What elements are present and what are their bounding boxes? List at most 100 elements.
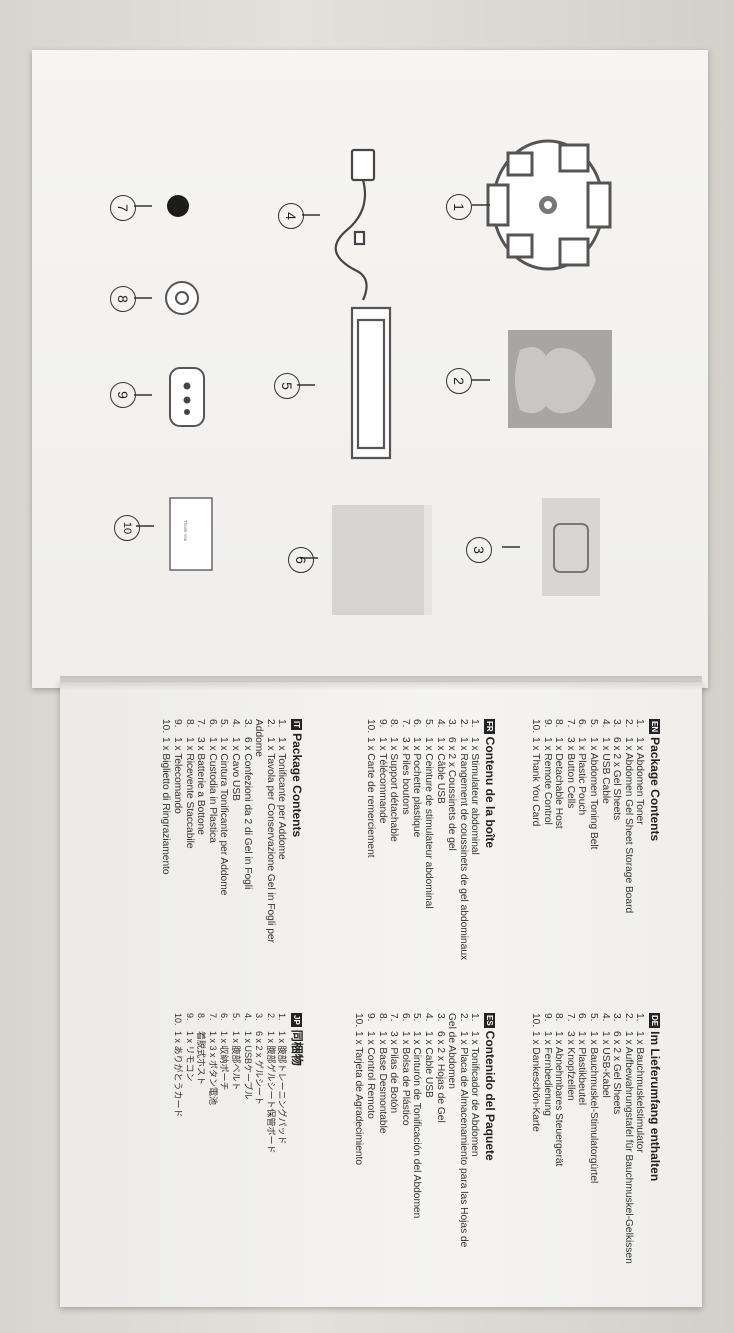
list-item: 2.1 x Abdomen Gel Sheet Storage Board — [622, 719, 634, 914]
callout-1: 1 — [446, 194, 472, 220]
list-item: 7.3 x Knopfzellen — [564, 1013, 576, 1101]
callout-10: 10 — [114, 515, 140, 541]
button-cell-icon — [167, 195, 189, 217]
item-list-en: 1.1 x Abdomen Toner 2.1 x Abdomen Gel Sh… — [529, 719, 645, 989]
remote-control-icon — [169, 367, 205, 427]
gel-storage-board-icon — [508, 330, 612, 428]
list-item: 5.1 x Ceinture de stimulateur abdominal — [423, 719, 435, 909]
item-list-jp: 1.1 x 腹部トレーニングパッド 2.1 x 腹部ゲルシート保管ボード 3.6… — [171, 1013, 287, 1283]
list-item: 9.1 x Télécommande — [376, 719, 388, 824]
list-item: 10.1 x ありがとうカード — [173, 1013, 184, 1118]
list-item: 6.1 x 収納ポーチ — [219, 1013, 230, 1091]
lang-badge-jp: JP — [290, 1013, 302, 1027]
list-item: 1.1 x 腹部トレーニングパッド — [277, 1013, 288, 1145]
list-item: 7.3 x Piles boutons — [399, 719, 411, 815]
list-item: 10.1 x Dankeschön-Karte — [530, 1013, 542, 1132]
callout-7: 7 — [110, 195, 136, 221]
lang-badge-it: IT — [290, 719, 302, 731]
list-item: 8.1 x Ricevente Staccabile — [183, 719, 195, 849]
list-item: 9.1 x Fernbedienung — [541, 1013, 553, 1116]
callout-2: 2 — [446, 368, 472, 394]
contents-list-page — [60, 682, 702, 1307]
list-item: 1.1 x Stimulateur abdominal — [469, 719, 481, 855]
section-title-de: Im Lieferumfang enthalten — [648, 1031, 662, 1182]
list-item: 1.1 x Tonificador de Abdomen — [469, 1013, 481, 1157]
section-it: IT Package Contents 1.1 x Tonificante per… — [160, 719, 304, 989]
section-title-en: Package Contents — [648, 737, 662, 842]
gel-sheet-icon — [542, 498, 600, 596]
list-item: 8.1 x Detachable Host — [553, 719, 565, 829]
list-item: 9.1 x リモコン — [184, 1013, 195, 1082]
lang-badge-fr: FR — [483, 719, 495, 734]
section-title-jp: 同梱物 — [290, 1029, 304, 1066]
list-item: 2.1 x Placa de Almacenamiento para las H… — [446, 1013, 469, 1248]
list-item: 10.1 x Tarjeta de Agradecimiento — [353, 1013, 365, 1166]
list-item: 1.1 x Tonificante per Addome — [276, 719, 288, 860]
package-contents-panel: EN Package Contents 1.1 x Abdomen Toner 2… — [95, 715, 670, 1300]
svg-text:Thank You: Thank You — [183, 520, 188, 542]
list-item: 1.1 x Bauchmuskelstimulator — [634, 1013, 646, 1153]
section-title-fr: Contenu de la boîte — [483, 736, 497, 849]
section-jp: JP 同梱物 1.1 x 腹部トレーニングパッド 2.1 x 腹部ゲルシート保管ボ… — [171, 1013, 304, 1283]
callout-6: 6 — [288, 547, 314, 573]
illustration-area: Thank You — [134, 139, 612, 615]
list-item: 6.1 x Plastic Pouch — [576, 719, 588, 816]
list-item: 3.6 x 2 x Coussinets de gel — [446, 719, 458, 851]
list-item: 7.3 x Batterie a Bottone — [195, 719, 207, 835]
list-item: 9.1 x Remote Control — [541, 719, 553, 825]
abdomen-toner-icon — [486, 139, 612, 271]
list-item: 8.1 x Abnehmbares Steuergerät — [553, 1013, 565, 1167]
list-item: 6.1 x Plastikbeutel — [576, 1013, 588, 1106]
section-fr: FR Contenu de la boîte 1.1 x Stimulateur … — [364, 719, 497, 989]
section-en: EN Package Contents 1.1 x Abdomen Toner 2… — [529, 719, 662, 989]
list-item: 3.6 x Confezioni da 2 di Gel in Fogli — [241, 719, 253, 890]
list-item: 2.1 x Rangement de coussinets de gel abd… — [457, 719, 469, 961]
item-list-it: 1.1 x Tonificante per Addome 2.1 x Tavol… — [160, 719, 288, 989]
callout-9: 9 — [110, 382, 136, 408]
callout-8: 8 — [110, 286, 136, 312]
usb-cable-icon — [334, 148, 376, 326]
toning-belt-icon — [350, 306, 392, 460]
section-title-it: Package Contents — [290, 733, 304, 838]
list-item: 6.1 x Pochette plastique — [411, 719, 423, 838]
page-fold-shadow — [60, 676, 702, 690]
list-item: 4.1 x Cavo USB — [230, 719, 242, 801]
list-item: 5.1 x 腹部ベルト — [231, 1013, 242, 1091]
item-list-es: 1.1 x Tonificador de Abdomen 2.1 x Placa… — [353, 1013, 481, 1283]
list-item: 4.1 x USB Cable — [599, 719, 611, 804]
list-item: 3.6 x 2 x Gel Sheets — [611, 1013, 623, 1115]
lang-badge-de: DE — [648, 1013, 660, 1029]
list-item: 6.1 x Bolsa de Plástico — [399, 1013, 411, 1126]
list-item: 9.1 x Control Remoto — [365, 1013, 377, 1119]
list-item: 5.1 x Abdomen Toning Belt — [588, 719, 600, 850]
list-item: 4.1 x Cable USB — [423, 1013, 435, 1098]
list-item: 8.1 x Support détachable — [388, 719, 400, 842]
list-item: 3.6 x 2 x ゲルシート — [254, 1013, 265, 1106]
list-item: 2.1 x 腹部ゲルシート保管ボード — [265, 1013, 276, 1154]
list-item: 7.1 x 3 x ボタン電池 — [207, 1013, 218, 1106]
list-item: 2.1 x Tavola per Conservazione Gel in Fo… — [253, 719, 276, 943]
list-item: 3.6 x 2 x Gel Sheets — [611, 719, 623, 821]
list-item: 3.6 x 2 x Hojas de Gel — [434, 1013, 446, 1123]
list-item: 8.1 x Base Desmontable — [376, 1013, 388, 1134]
item-list-de: 1.1 x Bauchmuskelstimulator 2.1 x Aufbew… — [529, 1013, 645, 1283]
lang-badge-en: EN — [648, 719, 660, 735]
thank-you-card-icon: Thank You — [169, 497, 213, 571]
list-item: 1.1 x Abdomen Toner — [634, 719, 646, 825]
list-item: 10.1 x Carte de remerciement — [365, 719, 377, 858]
list-item: 5.1 x Bauchmuskel-Stimulatorgürtel — [588, 1013, 600, 1184]
list-item: 7.3 x Button Cells — [564, 719, 576, 809]
callout-4: 4 — [278, 203, 304, 229]
detachable-host-icon — [165, 281, 199, 315]
leader-lines — [134, 204, 520, 559]
callout-5: 5 — [274, 373, 300, 399]
list-item: 10.1 x Biglietto di Ringraziamento — [160, 719, 172, 875]
section-de: DE Im Lieferumfang enthalten 1.1 x Bauchm… — [529, 1013, 662, 1283]
list-item: 5.1 x Cinturón de Tonificación del Abdom… — [411, 1013, 423, 1219]
list-item: 9.1 x Telecomando — [172, 719, 184, 814]
list-item: 4.1 x USB-Kabel — [599, 1013, 611, 1098]
list-item: 4.1 x USBケーブル — [242, 1013, 253, 1100]
section-title-es: Contenido del Paquete — [483, 1030, 497, 1161]
list-item: 7.3 x Pilas de Botón — [388, 1013, 400, 1114]
